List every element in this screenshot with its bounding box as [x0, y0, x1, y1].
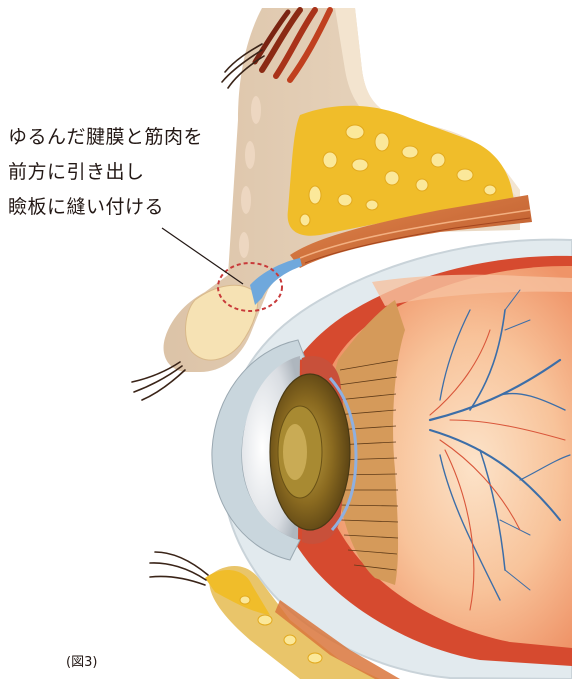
annotation-line-1: ゆるんだ腱膜と筋肉を [8, 120, 203, 155]
annotation-line-3: 瞼板に縫い付ける [8, 190, 203, 225]
annotation-line-2: 前方に引き出し [8, 155, 203, 190]
lower-eyelashes [150, 552, 208, 585]
annotation-text: ゆるんだ腱膜と筋肉を 前方に引き出し 瞼板に縫い付ける [8, 120, 203, 225]
figure-label: (図3) [66, 651, 97, 670]
